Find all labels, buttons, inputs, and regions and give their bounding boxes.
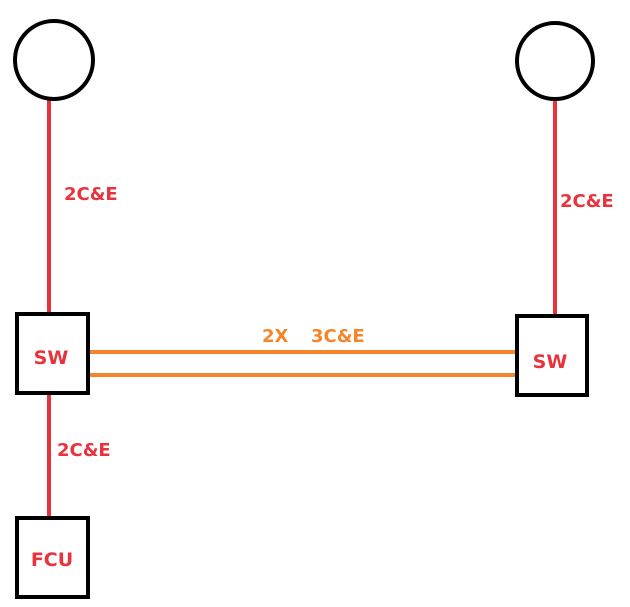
cable-count-label: 2X [262, 326, 289, 347]
wire-label-fcu: 2C&E [57, 440, 111, 461]
cable-type-label: 3C&E [311, 326, 365, 347]
fcu-label: FCU [31, 549, 73, 571]
switch-right-box [515, 314, 589, 397]
wire-label-sensor-left: 2C&E [64, 184, 118, 205]
sensor-right-circle [515, 21, 595, 101]
fcu-box [15, 516, 90, 599]
switch-left-label: SW [34, 347, 69, 369]
switch-left-box [15, 312, 90, 395]
wire-label-sensor-right: 2C&E [560, 191, 614, 212]
switch-right-label: SW [533, 351, 568, 373]
sensor-left-circle [13, 19, 95, 101]
